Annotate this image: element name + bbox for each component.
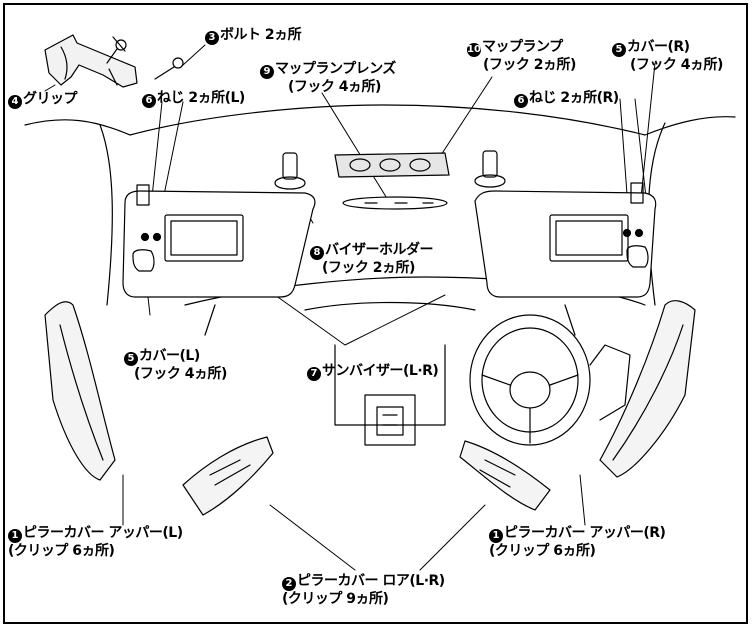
pillar-cover-lower-right xyxy=(459,440,551,511)
pillar-cover-upper-left xyxy=(44,301,116,481)
sun-visor-left xyxy=(122,184,316,298)
steering-wheel xyxy=(469,314,631,446)
pillar-cover-upper-right xyxy=(599,300,696,478)
interior-illustration xyxy=(24,34,736,571)
visor-holders xyxy=(274,150,506,190)
grip-part xyxy=(44,34,184,88)
label-map-lamp: 10マップランプ (フック 2ヵ所) xyxy=(467,39,576,73)
pillar-cover-lower-left xyxy=(182,436,274,516)
sun-visor-right xyxy=(474,182,657,298)
map-lamp xyxy=(334,152,450,178)
leader-lines xyxy=(44,44,656,571)
map-lamp-lens xyxy=(342,196,448,210)
